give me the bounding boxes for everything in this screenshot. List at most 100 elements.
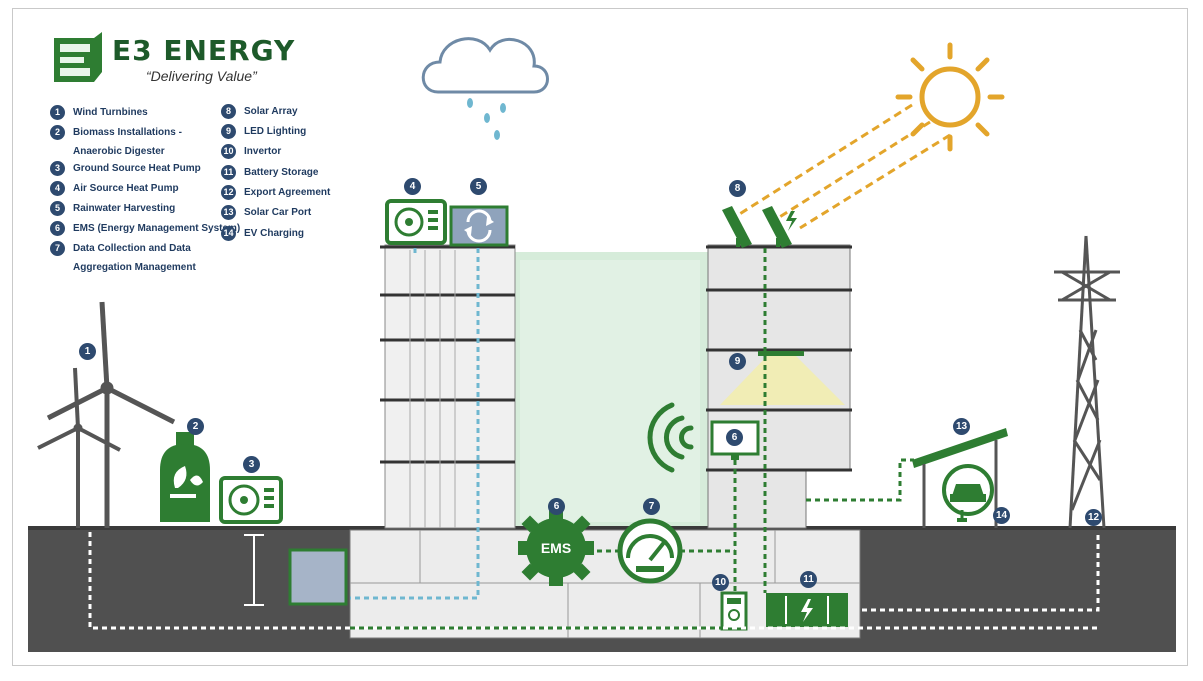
- ems-gear-label: EMS: [541, 540, 571, 556]
- brand-name: E3 ENERGY: [112, 34, 296, 67]
- ground-source-heat-pump-icon: [219, 476, 283, 524]
- connection-lines: [88, 248, 1100, 630]
- legend-label: Solar Car Port: [244, 207, 312, 218]
- pin-ems-gear: 6: [548, 498, 565, 515]
- grid-line: [88, 532, 1100, 630]
- solar-array-icon: [722, 206, 792, 248]
- legend-number-badge: 3: [50, 161, 65, 176]
- solar-bolt-icon: [786, 211, 797, 231]
- wind-turbine-icon: [37, 301, 176, 528]
- legend-number-badge: 2: [50, 125, 65, 140]
- legend-sublabel: Aggregation Management: [73, 262, 196, 273]
- legend-label: EMS (Energy Management System): [73, 223, 241, 234]
- monitor-stand: [731, 454, 739, 460]
- sunbeam-lines: [737, 103, 951, 230]
- left-tower-floors: [380, 245, 515, 464]
- legend-label: Ground Source Heat Pump: [73, 163, 201, 174]
- ground-line: [28, 526, 1176, 530]
- pin-rainwater-harvesting: 5: [470, 178, 487, 195]
- ems-gear-icon: EMS: [518, 510, 594, 586]
- left-tower: [384, 244, 516, 529]
- right-tower-base: [707, 469, 807, 529]
- legend-item: 10 Invertor: [221, 144, 281, 159]
- legend-number-badge: 7: [50, 241, 65, 256]
- legend-label: Invertor: [244, 146, 282, 157]
- led-fixture: [758, 351, 804, 356]
- air-source-heat-pump-icon: [385, 199, 447, 245]
- legend-item: 5 Rainwater Harvesting: [50, 201, 175, 216]
- legend-number-badge: 10: [221, 144, 236, 159]
- borehole-arrow: [244, 534, 264, 606]
- legend-label: Wind Turnbines: [73, 107, 148, 118]
- legend-label: Export Agreement: [244, 187, 331, 198]
- pin-led-lighting: 9: [729, 353, 746, 370]
- legend-item: 12 Export Agreement: [221, 185, 330, 200]
- atrium-inner: [520, 260, 700, 522]
- legend-item: 1 Wind Turnbines: [50, 105, 148, 120]
- pin-ems-monitor: 6: [726, 429, 743, 446]
- legend-label: Air Source Heat Pump: [73, 183, 179, 194]
- pin-wind-turbines: 1: [79, 343, 96, 360]
- brand-tagline: “Delivering Value”: [146, 68, 257, 84]
- rain-drops-icon: [467, 98, 506, 140]
- pin-ground-source-heat-pump: 3: [243, 456, 260, 473]
- legend-number-badge: 1: [50, 105, 65, 120]
- legend-label: EV Charging: [244, 228, 305, 239]
- left-tower-windows: [409, 250, 456, 528]
- legend-item: 14 EV Charging: [221, 226, 304, 241]
- legend-item: 4 Air Source Heat Pump: [50, 181, 179, 196]
- pin-ev-charging: 14: [993, 507, 1010, 524]
- cloud-icon: [421, 37, 549, 94]
- rainwater-tank: [288, 548, 348, 606]
- legend-number-badge: 11: [221, 165, 236, 180]
- legend-item: 8 Solar Array: [221, 104, 298, 119]
- legend-item: 9 LED Lighting: [221, 124, 306, 139]
- water-line: [350, 248, 480, 600]
- pin-export-agreement: 12: [1085, 509, 1102, 526]
- pin-invertor: 10: [712, 574, 729, 591]
- pin-biomass: 2: [187, 418, 204, 435]
- pin-data-collection: 7: [643, 498, 660, 515]
- pin-solar-array: 8: [729, 180, 746, 197]
- legend-item: 3 Ground Source Heat Pump: [50, 161, 201, 176]
- legend-number-badge: 13: [221, 205, 236, 220]
- legend-label: Biomass Installations -: [73, 127, 182, 138]
- legend-number-badge: 8: [221, 104, 236, 119]
- legend-label: Data Collection and Data: [73, 243, 191, 254]
- electricity-pylon-icon: [1054, 235, 1120, 529]
- battery-storage-icon: [766, 593, 848, 627]
- legend-item: 6 EMS (Energy Management System): [50, 221, 240, 236]
- legend-number-badge: 6: [50, 221, 65, 236]
- rainwater-harvesting-icon: [449, 205, 509, 247]
- wireless-signal-icon: [647, 402, 694, 473]
- legend-item: 2 Biomass Installations - Anaerobic Digest…: [50, 125, 182, 159]
- invertor-icon: [720, 591, 748, 631]
- legend-label: LED Lighting: [244, 126, 307, 137]
- legend-number-badge: 5: [50, 201, 65, 216]
- frame-border: [12, 8, 1188, 666]
- legend-number-badge: 9: [221, 124, 236, 139]
- pin-air-source-heat-pump: 4: [404, 178, 421, 195]
- legend-number-badge: 12: [221, 185, 236, 200]
- pin-solar-car-port: 13: [953, 418, 970, 435]
- biomass-digester-icon: [160, 432, 210, 522]
- legend-item: 11 Battery Storage: [221, 165, 318, 180]
- legend-label: Solar Array: [244, 106, 298, 117]
- legend-label: Battery Storage: [244, 167, 319, 178]
- led-light-beam: [720, 355, 845, 405]
- e3-logo-icon: [54, 32, 102, 82]
- legend-label: Rainwater Harvesting: [73, 203, 176, 214]
- legend-sublabel: Anaerobic Digester: [73, 146, 165, 157]
- ev-charging-icon: [942, 464, 994, 522]
- carport-line: [806, 458, 914, 502]
- legend-item: 13 Solar Car Port: [221, 205, 311, 220]
- sun-icon: [895, 42, 1005, 152]
- brand: E3 ENERGY “Delivering Value”: [50, 32, 310, 92]
- data-meter-gauge-icon: [617, 518, 683, 584]
- pin-battery-storage: 11: [800, 571, 817, 588]
- legend-number-badge: 4: [50, 181, 65, 196]
- legend-number-badge: 14: [221, 226, 236, 241]
